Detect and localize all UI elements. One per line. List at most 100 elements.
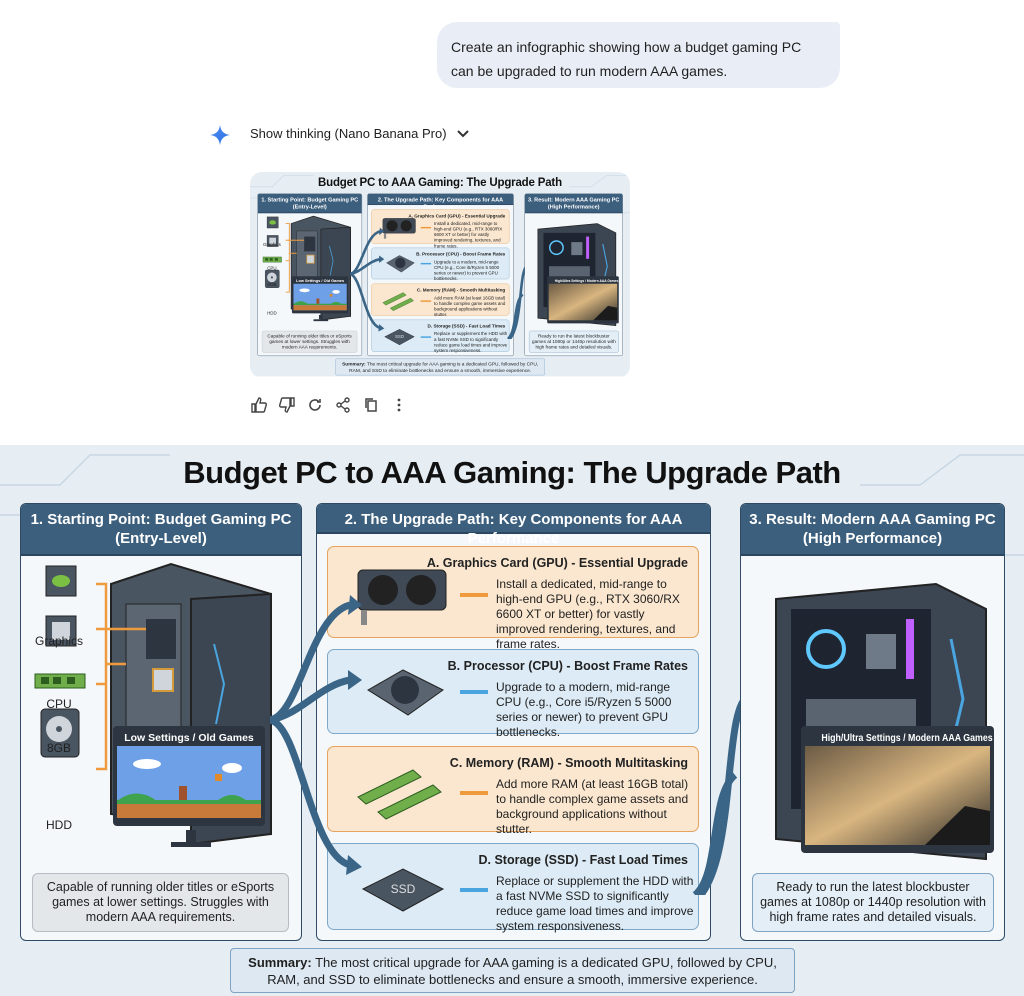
card-text: Replace or supplement the HDD with a fas… — [496, 874, 694, 933]
gemini-spark-icon — [209, 124, 231, 146]
result-note: Ready to run the latest blockbuster game… — [752, 873, 994, 932]
screen-caption: High/Ultra Settings / Modern AAA Games — [554, 278, 619, 283]
panel-header: 3. Result: Modern AAA Gaming PC (High Pe… — [741, 504, 1004, 556]
card-title: D. Storage (SSD) - Fast Load Times — [427, 323, 506, 329]
screen-caption: Low Settings / Old Games — [293, 277, 347, 284]
card-gpu: A. Graphics Card (GPU) - Essential Upgra… — [371, 209, 510, 248]
gpu-icon — [357, 569, 447, 625]
card-cpu: B. Processor (CPU) - Boost Frame Rates U… — [371, 247, 510, 282]
component-label: 8GB — [267, 281, 277, 288]
summary-box: Summary: The most critical upgrade for A… — [230, 948, 795, 993]
arrow-icon — [460, 593, 488, 597]
card-text: Add more RAM (at least 16GB total) to ha… — [496, 777, 689, 836]
ram-icon — [382, 292, 414, 311]
redo-icon[interactable] — [306, 396, 324, 414]
monitor-modern-games: High/Ultra Settings / Modern AAA Games — [547, 276, 619, 324]
summary-label: Summary: — [342, 361, 366, 367]
component-label: HDD — [46, 818, 72, 832]
card-title: A. Graphics Card (GPU) - Essential Upgra… — [426, 556, 688, 570]
infographic-title: Budget PC to AAA Gaming: The Upgrade Pat… — [317, 175, 562, 189]
generated-image-thumbnail[interactable]: Budget PC to AAA Gaming: The Upgrade Pat… — [250, 172, 630, 378]
starting-point-note: Capable of running older titles or eSpor… — [32, 873, 289, 932]
component-label: Graphics — [262, 242, 281, 248]
starting-point-note: Capable of running older titles or eSpor… — [261, 330, 358, 353]
monitor-modern-games: High/Ultra Settings / Modern AAA Games — [801, 726, 994, 853]
ssd-icon: SSD — [361, 868, 445, 912]
card-text: Install a dedicated, mid-range to high-e… — [496, 577, 680, 651]
arrow-icon — [420, 262, 432, 265]
panel-header: 2. The Upgrade Path: Key Components for … — [367, 193, 514, 210]
screen-caption-bar: High/Ultra Settings / Modern AAA Games — [805, 730, 993, 746]
svg-text:SSD: SSD — [395, 334, 404, 339]
panel-header: 3. Result: Modern AAA Gaming PC (High Pe… — [524, 193, 623, 214]
thinking-label: Show thinking (Nano Banana Pro) — [250, 126, 447, 141]
show-thinking-toggle[interactable]: Show thinking (Nano Banana Pro) — [250, 126, 469, 141]
monitor-old-games: Low Settings / Old Games — [113, 726, 265, 826]
panel-header: 1. Starting Point: Budget Gaming PC (Ent… — [21, 504, 301, 556]
panel-upgrade-path: 2. The Upgrade Path: Key Components for … — [367, 193, 514, 357]
component-label: CPU — [267, 265, 277, 271]
card-text: Install a dedicated, mid-range to high-e… — [434, 220, 503, 249]
cpu-cooler-icon — [367, 669, 444, 716]
hdd-icon — [40, 708, 80, 758]
summary-text: The most critical upgrade for AAA gaming… — [267, 955, 777, 987]
more-options-icon[interactable] — [390, 396, 408, 414]
copy-icon[interactable] — [362, 396, 380, 414]
prompt-text: Create an infographic showing how a budg… — [451, 39, 802, 79]
cpu-cooler-icon — [386, 255, 415, 273]
card-text: Replace or supplement the HDD with a fas… — [434, 331, 508, 354]
infographic: Budget PC to AAA Gaming: The Upgrade Pat… — [0, 445, 1024, 996]
panel-header: 2. The Upgrade Path: Key Components for … — [317, 504, 710, 547]
thumbs-up-icon[interactable] — [250, 396, 268, 414]
card-ram: C. Memory (RAM) - Smooth Multitasking Ad… — [371, 283, 510, 318]
arrow-icon — [420, 336, 432, 338]
panel-header: 1. Starting Point: Budget Gaming PC (Ent… — [257, 193, 362, 214]
monitor-old-games: Low Settings / Old Games — [291, 276, 349, 314]
modern-game-screen — [548, 283, 618, 321]
infographic-title: Budget PC to AAA Gaming: The Upgrade Pat… — [183, 455, 841, 490]
card-title: C. Memory (RAM) - Smooth Multitasking — [449, 756, 688, 770]
cpu-chip-icon — [45, 615, 77, 647]
cpu-chip-icon — [266, 235, 279, 247]
budget-pc-illustration — [262, 215, 351, 321]
component-label: 8GB — [46, 741, 71, 755]
svg-text:SSD: SSD — [391, 882, 416, 896]
card-text: Upgrade to a modern, mid-range CPU (e.g.… — [496, 680, 672, 739]
card-title: B. Processor (CPU) - Boost Frame Rates — [416, 251, 506, 257]
flow-arrows — [270, 595, 755, 895]
graphics-chip-icon — [45, 565, 77, 597]
component-label: Graphics — [34, 634, 84, 648]
thumbs-down-icon[interactable] — [278, 396, 296, 414]
result-note: Ready to run the latest blockbuster game… — [528, 330, 619, 353]
arrow-icon — [460, 888, 488, 892]
card-title: D. Storage (SSD) - Fast Load Times — [478, 853, 688, 867]
card-text: Add more RAM (at least 16GB total) to ha… — [434, 295, 506, 318]
ram-stick-icon — [34, 673, 86, 689]
panel-result: 3. Result: Modern AAA Gaming PC (High Pe… — [740, 503, 1005, 941]
user-prompt-bubble: Create an infographic showing how a budg… — [437, 22, 840, 88]
panel-starting-point: 1. Starting Point: Budget Gaming PC (Ent… — [20, 503, 302, 941]
retro-game-screen — [117, 746, 261, 818]
gpu-icon — [382, 218, 416, 239]
screen-caption: Low Settings / Old Games — [117, 730, 261, 746]
card-title: B. Processor (CPU) - Boost Frame Rates — [447, 659, 688, 673]
share-icon[interactable] — [334, 396, 352, 414]
component-label: CPU — [46, 697, 72, 711]
component-label: HDD — [267, 310, 277, 316]
card-title: C. Memory (RAM) - Smooth Multitasking — [416, 287, 506, 293]
card-text: Upgrade to a modern, mid-range CPU (e.g.… — [434, 259, 500, 282]
arrow-icon — [420, 226, 432, 229]
ssd-icon: SSD — [384, 329, 415, 346]
panel-result: 3. Result: Modern AAA Gaming PC (High Pe… — [524, 193, 623, 357]
expanded-infographic: Budget PC to AAA Gaming: The Upgrade Pat… — [0, 445, 1024, 996]
card-cpu: B. Processor (CPU) - Boost Frame Rates U… — [327, 649, 699, 739]
arrow-icon — [460, 690, 488, 694]
summary-text: The most critical upgrade for AAA gaming… — [349, 361, 539, 374]
flow-arrows — [350, 227, 531, 339]
summary-label: Summary: — [248, 955, 312, 970]
summary-box: Summary: The most critical upgrade for A… — [335, 358, 545, 376]
screen-caption-bar: High/Ultra Settings / Modern AAA Games — [548, 277, 619, 284]
card-gpu: A. Graphics Card (GPU) - Essential Upgra… — [327, 546, 699, 651]
ram-icon — [357, 769, 442, 820]
infographic-thumbnail-image: Budget PC to AAA Gaming: The Upgrade Pat… — [250, 172, 630, 377]
